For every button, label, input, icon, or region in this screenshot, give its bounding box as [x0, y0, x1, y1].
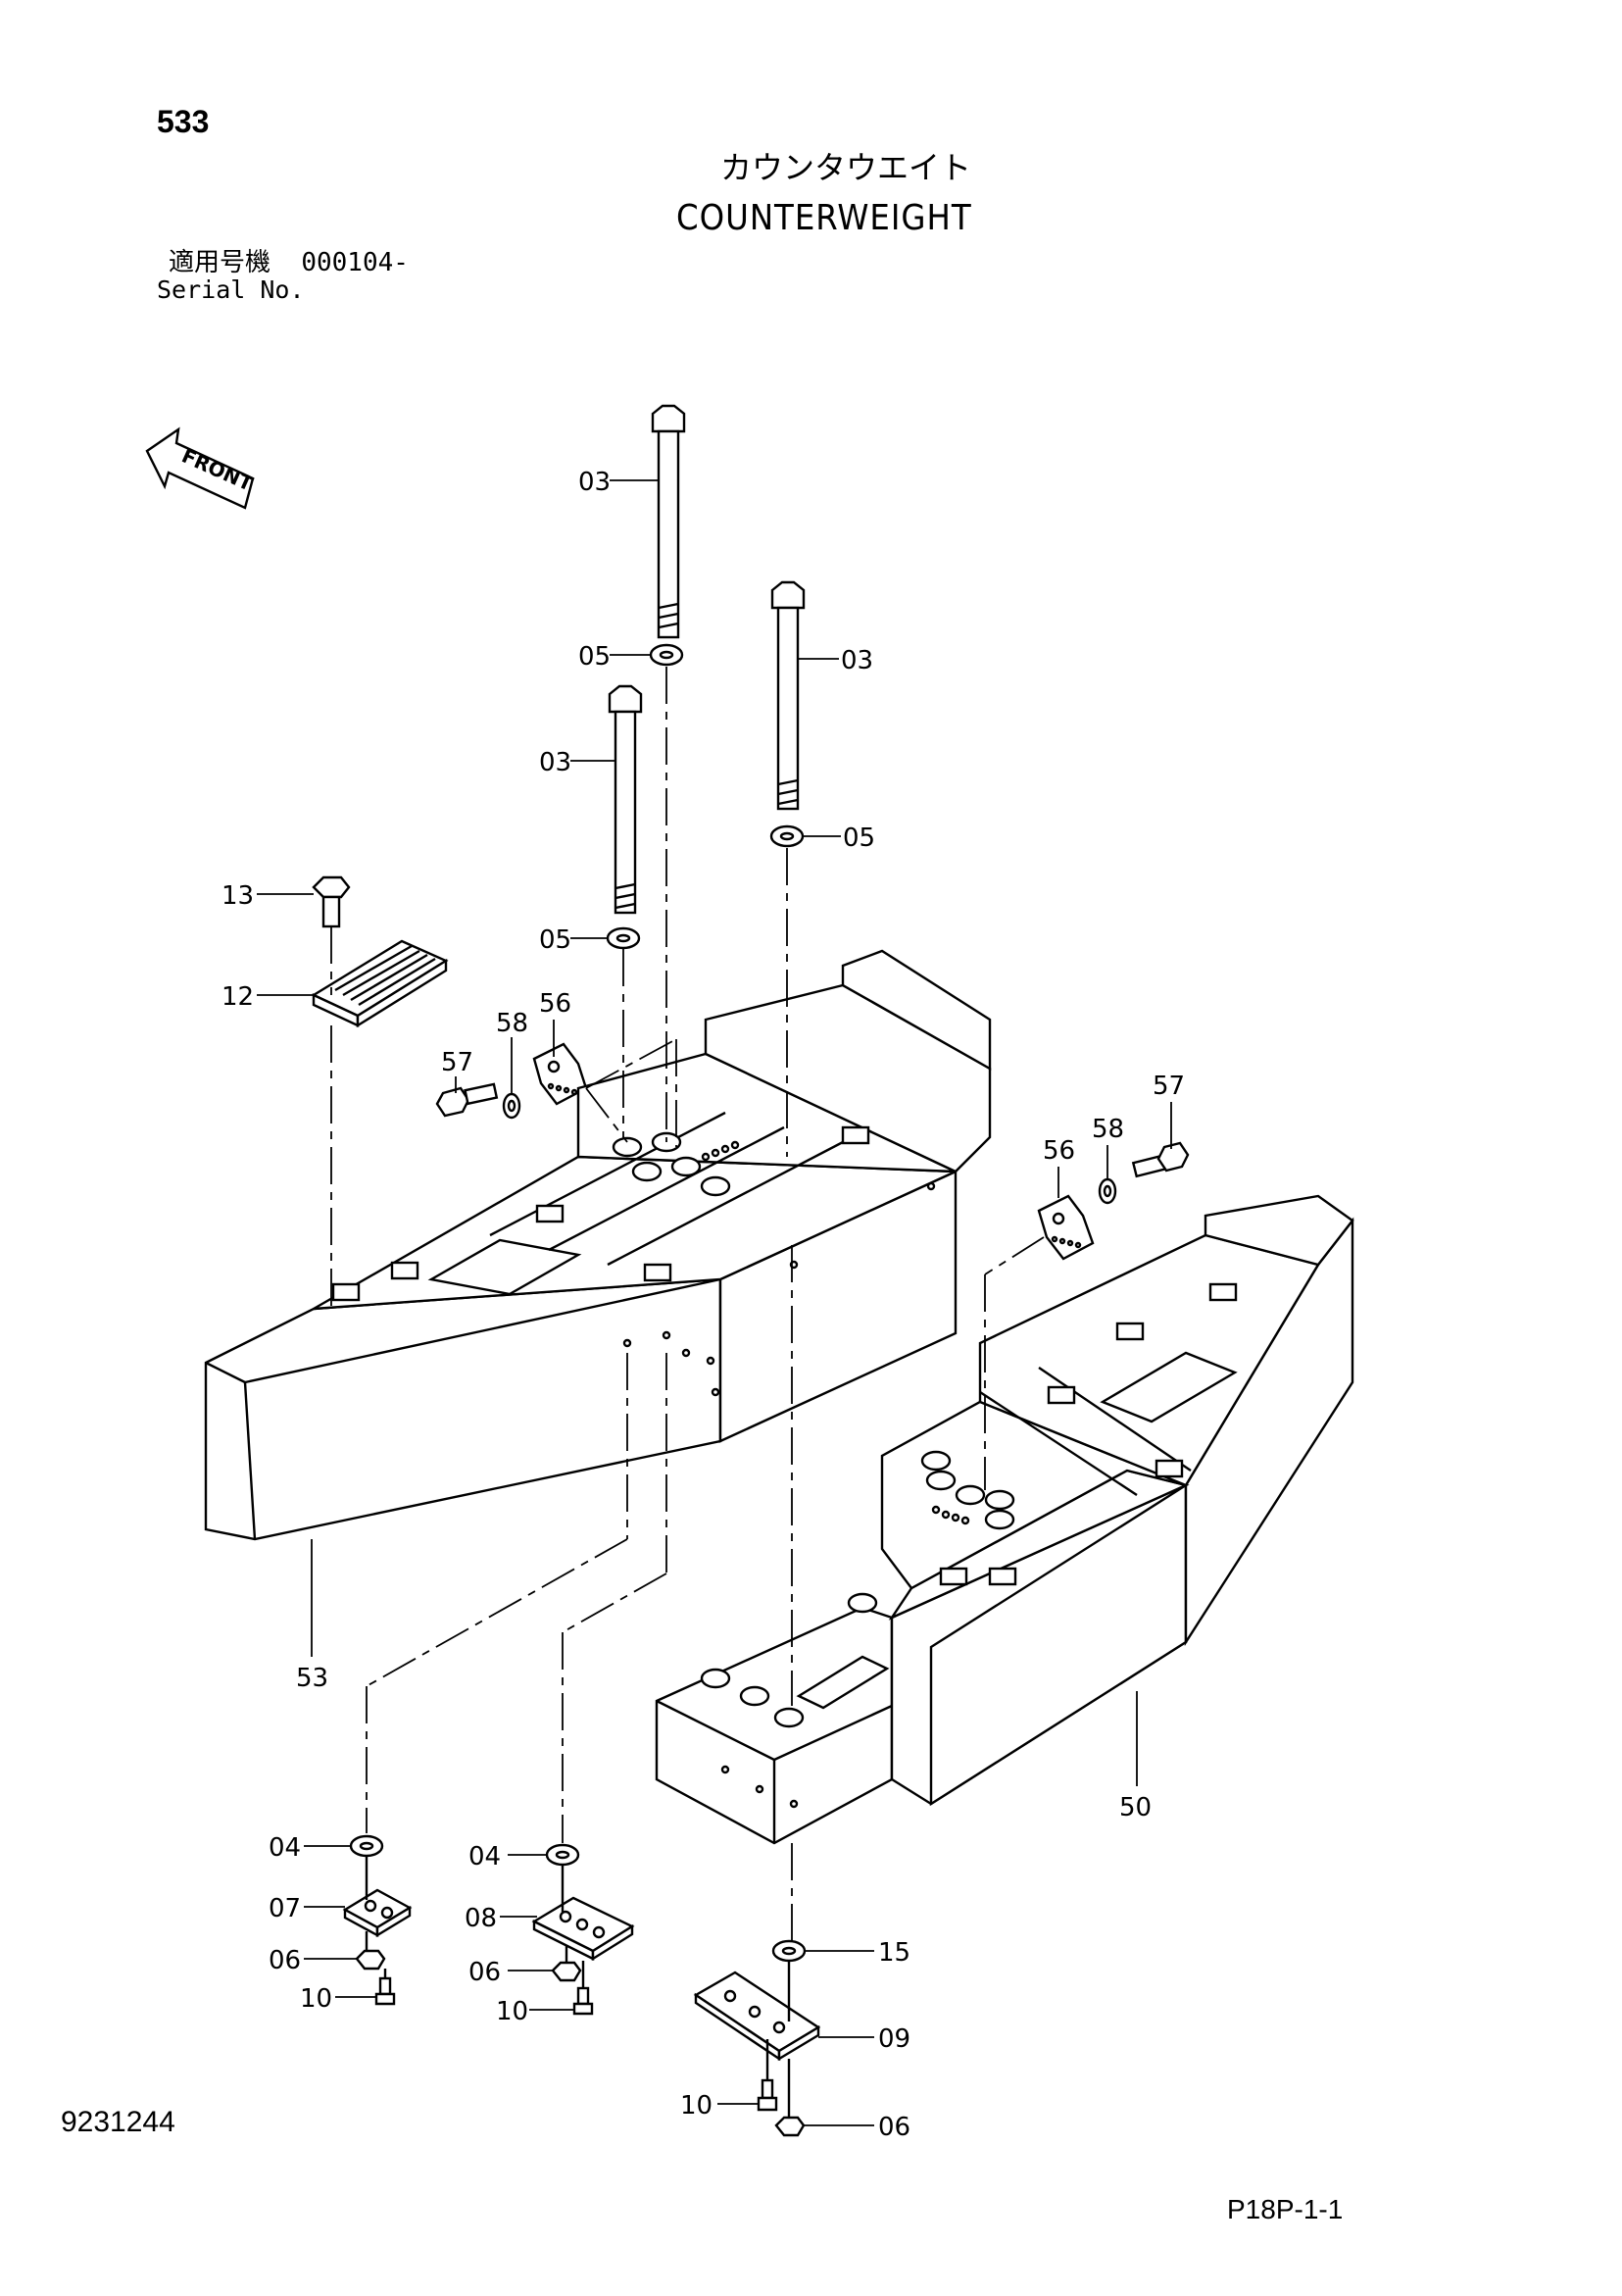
nut-06-a — [355, 1949, 386, 1971]
callout-06-a: 06 — [269, 1946, 301, 1975]
callout-57-right: 57 — [1153, 1072, 1185, 1101]
counterweight-53 — [204, 949, 992, 1541]
washer-15 — [771, 1939, 807, 1963]
callout-58-left: 58 — [496, 1009, 528, 1038]
serial-range: 000104- — [301, 248, 409, 277]
callout-09: 09 — [878, 2024, 910, 2054]
sheet-reference: P18P-1-1 — [1227, 2194, 1344, 2224]
callout-50: 50 — [1119, 1793, 1152, 1822]
callout-05-center: 05 — [578, 642, 611, 672]
title-japanese: カウンタウエイト — [720, 149, 972, 186]
callout-56-right: 56 — [1043, 1136, 1075, 1166]
callout-03-left: 03 — [539, 748, 571, 777]
callout-08: 08 — [465, 1904, 497, 1933]
bolt-10-c — [757, 2078, 778, 2112]
leader-lines — [257, 479, 1172, 2126]
front-arrow-icon: FRONT — [145, 426, 257, 510]
callout-03-center: 03 — [578, 468, 611, 497]
document-number: 9231244 — [61, 2106, 175, 2138]
title-english: COUNTERWEIGHT — [676, 198, 972, 238]
callout-07: 07 — [269, 1894, 301, 1923]
bolt-57-right — [1131, 1141, 1190, 1178]
plate-07 — [342, 1888, 413, 1938]
washer-58-left — [502, 1092, 521, 1120]
callout-05-right: 05 — [843, 824, 875, 853]
plate-08 — [531, 1896, 635, 1962]
bolt-10-a — [374, 1976, 396, 2006]
callout-12: 12 — [221, 982, 254, 1012]
serial-label-japanese: 適用号機 — [169, 248, 271, 277]
callout-04-a: 04 — [269, 1833, 301, 1863]
callout-06-c: 06 — [878, 2113, 910, 2142]
callout-03-right: 03 — [841, 646, 873, 675]
washer-04-b — [545, 1843, 580, 1867]
washer-04-a — [349, 1834, 384, 1858]
callout-53: 53 — [296, 1664, 328, 1693]
bolt-57-left — [435, 1082, 499, 1118]
callout-58-right: 58 — [1092, 1115, 1124, 1144]
callout-10-a: 10 — [300, 1984, 332, 2014]
grid-plate-12 — [311, 939, 449, 1028]
assembly-centerlines — [330, 667, 1045, 2118]
counterweight-50 — [655, 1194, 1354, 1845]
page-number: 533 — [157, 104, 210, 139]
callout-13: 13 — [221, 881, 254, 911]
nut-06-b — [551, 1961, 582, 1982]
long-bolt-left — [608, 684, 643, 915]
plate-56-right — [1037, 1194, 1095, 1261]
callout-06-b: 06 — [468, 1958, 501, 1987]
washer-05-left — [606, 926, 641, 950]
long-bolt-center — [651, 404, 686, 639]
serial-line: 適用号機 000104- — [169, 250, 409, 275]
callout-05-left: 05 — [539, 925, 571, 955]
bolt-13 — [312, 875, 351, 928]
serial-label-english: Serial No. — [157, 275, 305, 304]
callout-10-b: 10 — [496, 1997, 528, 2026]
bolt-10-b — [572, 1986, 594, 2016]
plate-09 — [693, 1971, 821, 2062]
washer-05-center — [649, 643, 684, 667]
washer-05-right — [769, 824, 805, 848]
callout-15: 15 — [878, 1938, 910, 1968]
callout-56-left: 56 — [539, 989, 571, 1019]
callout-57-left: 57 — [441, 1048, 473, 1077]
callout-04-b: 04 — [468, 1842, 501, 1872]
long-bolt-right — [770, 580, 806, 811]
nut-06-c — [774, 2116, 806, 2137]
callout-10-c: 10 — [680, 2091, 713, 2121]
callout-labels: 03 03 03 05 05 05 13 12 57 58 56 56 58 5… — [221, 468, 1185, 2142]
washer-58-right — [1098, 1177, 1117, 1205]
